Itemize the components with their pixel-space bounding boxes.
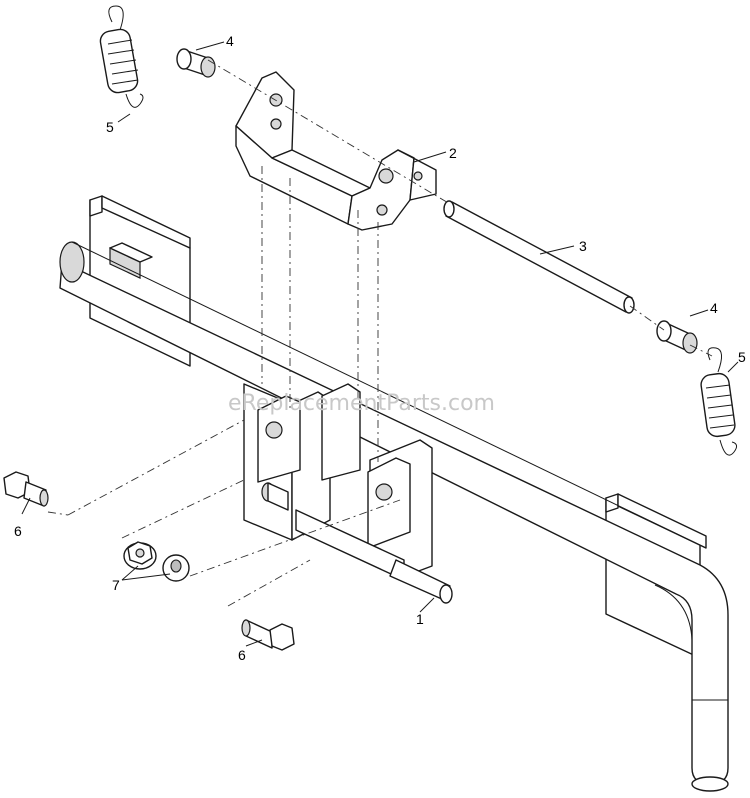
callout-7: 7 [112, 577, 120, 593]
bolt-bottom [241, 619, 295, 651]
center-bracket [243, 383, 453, 604]
callout-4-top: 4 [226, 33, 234, 49]
callout-1: 1 [416, 611, 424, 627]
spring-right [700, 347, 738, 456]
bushing-top [176, 48, 216, 78]
callout-labels: 1 2 3 4 4 5 5 6 6 7 [14, 33, 746, 663]
callout-2: 2 [449, 145, 457, 161]
assembly-lines [47, 59, 713, 607]
spring-top [99, 5, 144, 108]
leader-lines [21, 41, 739, 647]
callout-6-left: 6 [14, 523, 22, 539]
upper-bracket [235, 71, 437, 231]
callout-5-top: 5 [106, 119, 114, 135]
bushing-right [656, 320, 698, 354]
nut-flange [123, 541, 157, 570]
bolt-left [3, 471, 49, 507]
pivot-pin [443, 200, 635, 314]
callout-6-bottom: 6 [238, 647, 246, 663]
main-bar [59, 241, 729, 792]
watermark: eReplacementParts.com [228, 391, 495, 416]
callout-5-right: 5 [738, 349, 746, 365]
nut-lock [162, 554, 190, 582]
callout-4-right: 4 [710, 300, 718, 316]
callout-3: 3 [579, 238, 587, 254]
